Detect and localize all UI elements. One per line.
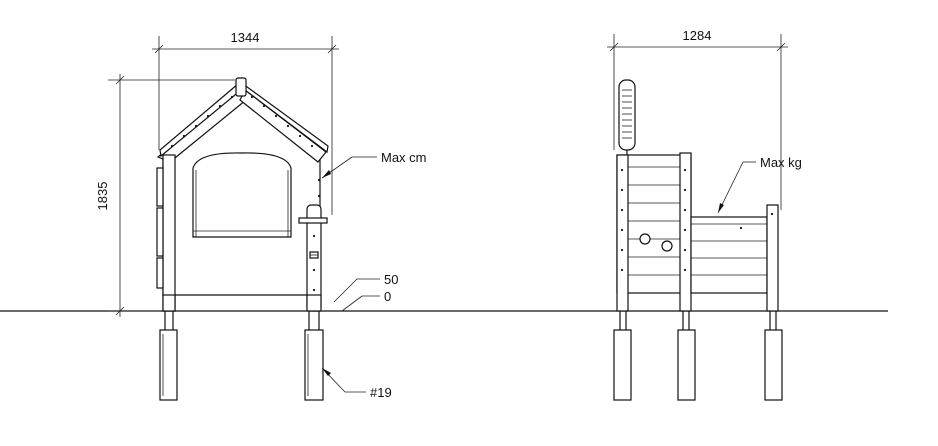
side-bolts [620, 168, 687, 272]
level-50-label: 50 [384, 272, 398, 287]
roof-ridge-cap [235, 77, 247, 97]
callout-max-cm: Max cm [321, 150, 427, 179]
roof-bolts [170, 95, 314, 148]
max-cm-label: Max cm [381, 150, 427, 165]
callout-level-0: 0 [341, 289, 391, 312]
width-dimension-label: 1344 [231, 30, 260, 45]
max-kg-label: Max kg [760, 155, 802, 170]
front-elevation: 1344 1835 [95, 30, 339, 401]
part-number-label: #19 [370, 385, 392, 400]
callout-part-19: #19 [321, 367, 392, 400]
bolt-hole-1 [639, 233, 651, 245]
side-width-dimension-label: 1284 [683, 28, 712, 43]
side-footing-middle [677, 329, 696, 401]
bench-panel [690, 216, 768, 294]
footing-right [304, 329, 324, 401]
level-0-label: 0 [384, 289, 391, 304]
side-elevation: 1284 [607, 28, 788, 401]
side-post-middle [679, 152, 692, 312]
side-post-front [616, 154, 629, 312]
side-wall [616, 154, 692, 294]
bolt-hole-2 [661, 240, 673, 252]
side-post-rear [766, 204, 779, 312]
callout-level-50: 50 [333, 272, 398, 303]
window-opening [192, 152, 292, 238]
left-post [162, 154, 176, 312]
footing-left [159, 329, 178, 401]
handle-bar [298, 217, 328, 224]
ladder-panel [618, 79, 636, 151]
height-dimension-label: 1835 [95, 182, 110, 211]
side-footing-front [613, 329, 632, 401]
callout-max-kg: Max kg [717, 155, 802, 214]
side-footing-rear [764, 329, 783, 401]
